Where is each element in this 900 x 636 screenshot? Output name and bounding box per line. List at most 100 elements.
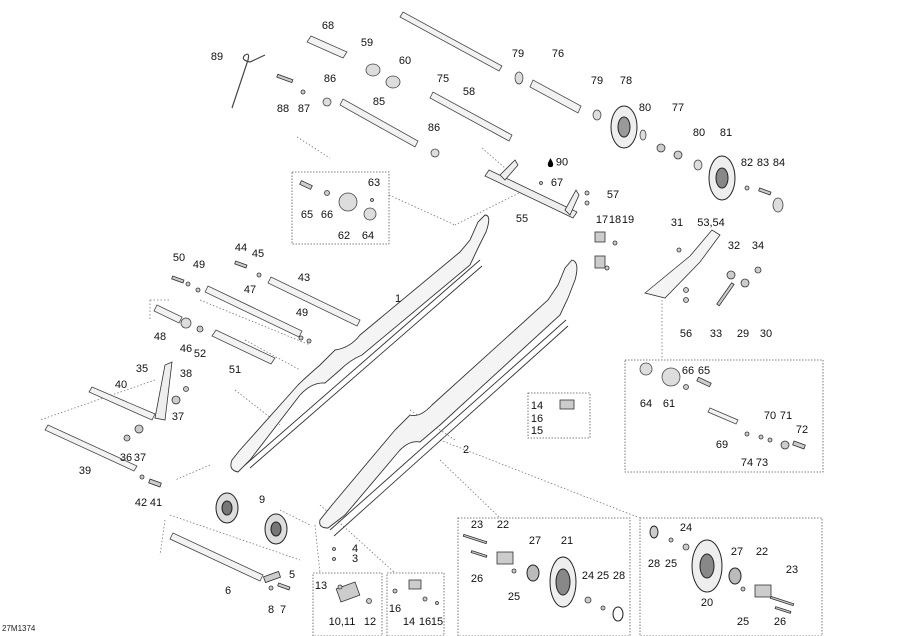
callout-86b[interactable]: 86 bbox=[427, 122, 441, 134]
callout-10-11[interactable]: 10,11 bbox=[328, 616, 356, 628]
callout-89[interactable]: 89 bbox=[210, 51, 224, 63]
callout-69[interactable]: 69 bbox=[715, 439, 729, 451]
callout-80a[interactable]: 80 bbox=[638, 102, 652, 114]
callout-43[interactable]: 43 bbox=[297, 272, 311, 284]
callout-16b[interactable]: 16 bbox=[388, 603, 402, 615]
callout-46[interactable]: 46 bbox=[179, 343, 193, 355]
callout-28a[interactable]: 28 bbox=[612, 570, 626, 582]
callout-1[interactable]: 1 bbox=[394, 293, 402, 305]
callout-85[interactable]: 85 bbox=[372, 96, 386, 108]
callout-34[interactable]: 34 bbox=[751, 240, 765, 252]
callout-66b[interactable]: 66 bbox=[681, 365, 695, 377]
callout-23b[interactable]: 23 bbox=[785, 564, 799, 576]
callout-60[interactable]: 60 bbox=[398, 55, 412, 67]
callout-52[interactable]: 52 bbox=[193, 348, 207, 360]
callout-19[interactable]: 19 bbox=[621, 214, 635, 226]
callout-83[interactable]: 83 bbox=[756, 157, 770, 169]
callout-33[interactable]: 33 bbox=[709, 328, 723, 340]
callout-14b[interactable]: 14 bbox=[402, 616, 416, 628]
callout-14a[interactable]: 14 bbox=[530, 400, 544, 412]
callout-12[interactable]: 12 bbox=[363, 616, 377, 628]
callout-56[interactable]: 56 bbox=[679, 328, 693, 340]
callout-86a[interactable]: 86 bbox=[323, 73, 337, 85]
callout-4[interactable]: 4 bbox=[351, 543, 359, 555]
callout-66a[interactable]: 66 bbox=[320, 209, 334, 221]
callout-57[interactable]: 57 bbox=[606, 189, 620, 201]
callout-77[interactable]: 77 bbox=[671, 102, 685, 114]
callout-75[interactable]: 75 bbox=[436, 73, 450, 85]
callout-76[interactable]: 76 bbox=[551, 48, 565, 60]
callout-26a[interactable]: 26 bbox=[470, 573, 484, 585]
callout-48[interactable]: 48 bbox=[153, 331, 167, 343]
callout-68[interactable]: 68 bbox=[321, 20, 335, 32]
callout-25d[interactable]: 25 bbox=[736, 616, 750, 628]
callout-82[interactable]: 82 bbox=[740, 157, 754, 169]
callout-62[interactable]: 62 bbox=[337, 230, 351, 242]
callout-17[interactable]: 17 bbox=[595, 214, 609, 226]
callout-37a[interactable]: 37 bbox=[171, 411, 185, 423]
callout-58[interactable]: 58 bbox=[462, 86, 476, 98]
callout-47[interactable]: 47 bbox=[243, 284, 257, 296]
callout-7[interactable]: 7 bbox=[279, 604, 287, 616]
callout-79b[interactable]: 79 bbox=[590, 75, 604, 87]
callout-15b[interactable]: 15 bbox=[430, 616, 444, 628]
callout-15a[interactable]: 15 bbox=[530, 425, 544, 437]
callout-24b[interactable]: 24 bbox=[679, 522, 693, 534]
callout-9[interactable]: 9 bbox=[258, 494, 266, 506]
callout-40[interactable]: 40 bbox=[114, 379, 128, 391]
callout-73[interactable]: 73 bbox=[755, 457, 769, 469]
callout-71[interactable]: 71 bbox=[779, 410, 793, 422]
callout-78[interactable]: 78 bbox=[619, 75, 633, 87]
callout-87[interactable]: 87 bbox=[297, 103, 311, 115]
callout-45[interactable]: 45 bbox=[251, 248, 265, 260]
callout-79a[interactable]: 79 bbox=[511, 48, 525, 60]
callout-22b[interactable]: 22 bbox=[755, 546, 769, 558]
callout-80b[interactable]: 80 bbox=[692, 127, 706, 139]
callout-13[interactable]: 13 bbox=[314, 580, 328, 592]
callout-31[interactable]: 31 bbox=[670, 217, 684, 229]
callout-49a[interactable]: 49 bbox=[192, 259, 206, 271]
callout-25c[interactable]: 25 bbox=[664, 558, 678, 570]
callout-72[interactable]: 72 bbox=[795, 424, 809, 436]
callout-67[interactable]: 67 bbox=[550, 177, 564, 189]
callout-65a[interactable]: 65 bbox=[300, 209, 314, 221]
callout-37b[interactable]: 37 bbox=[133, 452, 147, 464]
callout-64a[interactable]: 64 bbox=[361, 230, 375, 242]
callout-20[interactable]: 20 bbox=[700, 597, 714, 609]
callout-16c[interactable]: 16 bbox=[418, 616, 432, 628]
callout-70[interactable]: 70 bbox=[763, 410, 777, 422]
callout-23a[interactable]: 23 bbox=[470, 519, 484, 531]
callout-65b[interactable]: 65 bbox=[697, 365, 711, 377]
callout-27a[interactable]: 27 bbox=[528, 535, 542, 547]
callout-74[interactable]: 74 bbox=[740, 457, 754, 469]
callout-81[interactable]: 81 bbox=[719, 127, 733, 139]
callout-5[interactable]: 5 bbox=[288, 569, 296, 581]
callout-24a[interactable]: 24 bbox=[581, 570, 595, 582]
callout-64b[interactable]: 64 bbox=[639, 398, 653, 410]
callout-21[interactable]: 21 bbox=[560, 535, 574, 547]
callout-51[interactable]: 51 bbox=[228, 364, 242, 376]
callout-8[interactable]: 8 bbox=[267, 604, 275, 616]
callout-30[interactable]: 30 bbox=[759, 328, 773, 340]
callout-26b[interactable]: 26 bbox=[773, 616, 787, 628]
callout-22a[interactable]: 22 bbox=[496, 519, 510, 531]
callout-53-54[interactable]: 53,54 bbox=[697, 217, 725, 229]
callout-41[interactable]: 41 bbox=[149, 497, 163, 509]
callout-42[interactable]: 42 bbox=[134, 497, 148, 509]
callout-2[interactable]: 2 bbox=[462, 444, 470, 456]
callout-88[interactable]: 88 bbox=[276, 103, 290, 115]
callout-84[interactable]: 84 bbox=[772, 157, 786, 169]
callout-44[interactable]: 44 bbox=[234, 242, 248, 254]
callout-61[interactable]: 61 bbox=[662, 398, 676, 410]
callout-63[interactable]: 63 bbox=[367, 177, 381, 189]
callout-18[interactable]: 18 bbox=[608, 214, 622, 226]
callout-35[interactable]: 35 bbox=[135, 363, 149, 375]
callout-6[interactable]: 6 bbox=[224, 585, 232, 597]
callout-90[interactable]: 💧90 bbox=[545, 156, 569, 169]
callout-28b[interactable]: 28 bbox=[647, 558, 661, 570]
callout-59[interactable]: 59 bbox=[360, 37, 374, 49]
callout-39[interactable]: 39 bbox=[78, 465, 92, 477]
callout-38[interactable]: 38 bbox=[179, 368, 193, 380]
callout-29[interactable]: 29 bbox=[736, 328, 750, 340]
callout-25a[interactable]: 25 bbox=[507, 591, 521, 603]
